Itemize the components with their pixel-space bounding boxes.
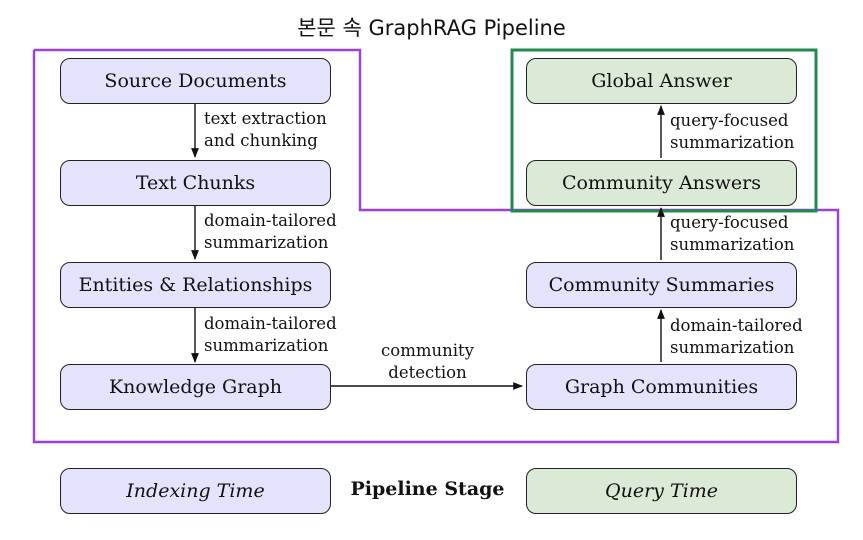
edge-label-e4: community detection [355, 340, 500, 384]
edge-label-line: summarization [670, 235, 795, 254]
legend-query-time: Query Time [526, 468, 797, 514]
edge-label-e2: domain-tailored summarization [204, 210, 337, 254]
edge-label-line: text extraction [204, 109, 327, 128]
diagram-title: 본문 속 GraphRAG Pipeline [297, 16, 566, 40]
legend-indexing-time: Indexing Time [60, 468, 331, 514]
node-global-answer: Global Answer [526, 58, 797, 104]
node-graph-communities: Graph Communities [526, 364, 797, 410]
edge-label-line: summarization [670, 133, 795, 152]
node-label: Graph Communities [564, 376, 759, 398]
edge-label-line: summarization [670, 338, 795, 357]
edge-label-e6: query-focused summarization [670, 212, 794, 256]
legend-label: Query Time [605, 480, 718, 502]
legend-pipeline-stage: Pipeline Stage [350, 478, 505, 500]
node-entities-relationships: Entities & Relationships [60, 262, 331, 308]
node-text-chunks: Text Chunks [60, 160, 331, 206]
edge-label-line: community [381, 341, 474, 360]
edge-label-line: summarization [204, 233, 329, 252]
node-community-answers: Community Answers [526, 160, 797, 206]
edge-label-line: query-focused [670, 213, 789, 232]
edge-label-line: summarization [204, 336, 329, 355]
edge-label-line: domain-tailored [204, 314, 337, 333]
node-label: Knowledge Graph [108, 376, 283, 398]
indexing-region-outline [32, 48, 840, 444]
edge-label-line: domain-tailored [670, 316, 803, 335]
node-label: Community Answers [561, 172, 762, 194]
edge-label-e1: text extraction and chunking [204, 108, 327, 152]
node-label: Community Summaries [548, 274, 775, 296]
node-label: Entities & Relationships [78, 274, 313, 296]
node-label: Text Chunks [135, 172, 256, 194]
node-community-summaries: Community Summaries [526, 262, 797, 308]
edge-label-line: query-focused [670, 111, 789, 130]
edge-label-line: detection [388, 363, 467, 382]
edge-label-line: and chunking [204, 131, 318, 150]
node-source-documents: Source Documents [60, 58, 331, 104]
edge-label-e5: domain-tailored summarization [670, 315, 803, 359]
legend-label: Indexing Time [126, 480, 265, 502]
edge-label-e3: domain-tailored summarization [204, 313, 337, 357]
edge-label-e7: query-focused summarization [670, 110, 794, 154]
node-label: Global Answer [591, 70, 732, 92]
edge-label-line: domain-tailored [204, 211, 337, 230]
node-knowledge-graph: Knowledge Graph [60, 364, 331, 410]
node-label: Source Documents [104, 70, 287, 92]
